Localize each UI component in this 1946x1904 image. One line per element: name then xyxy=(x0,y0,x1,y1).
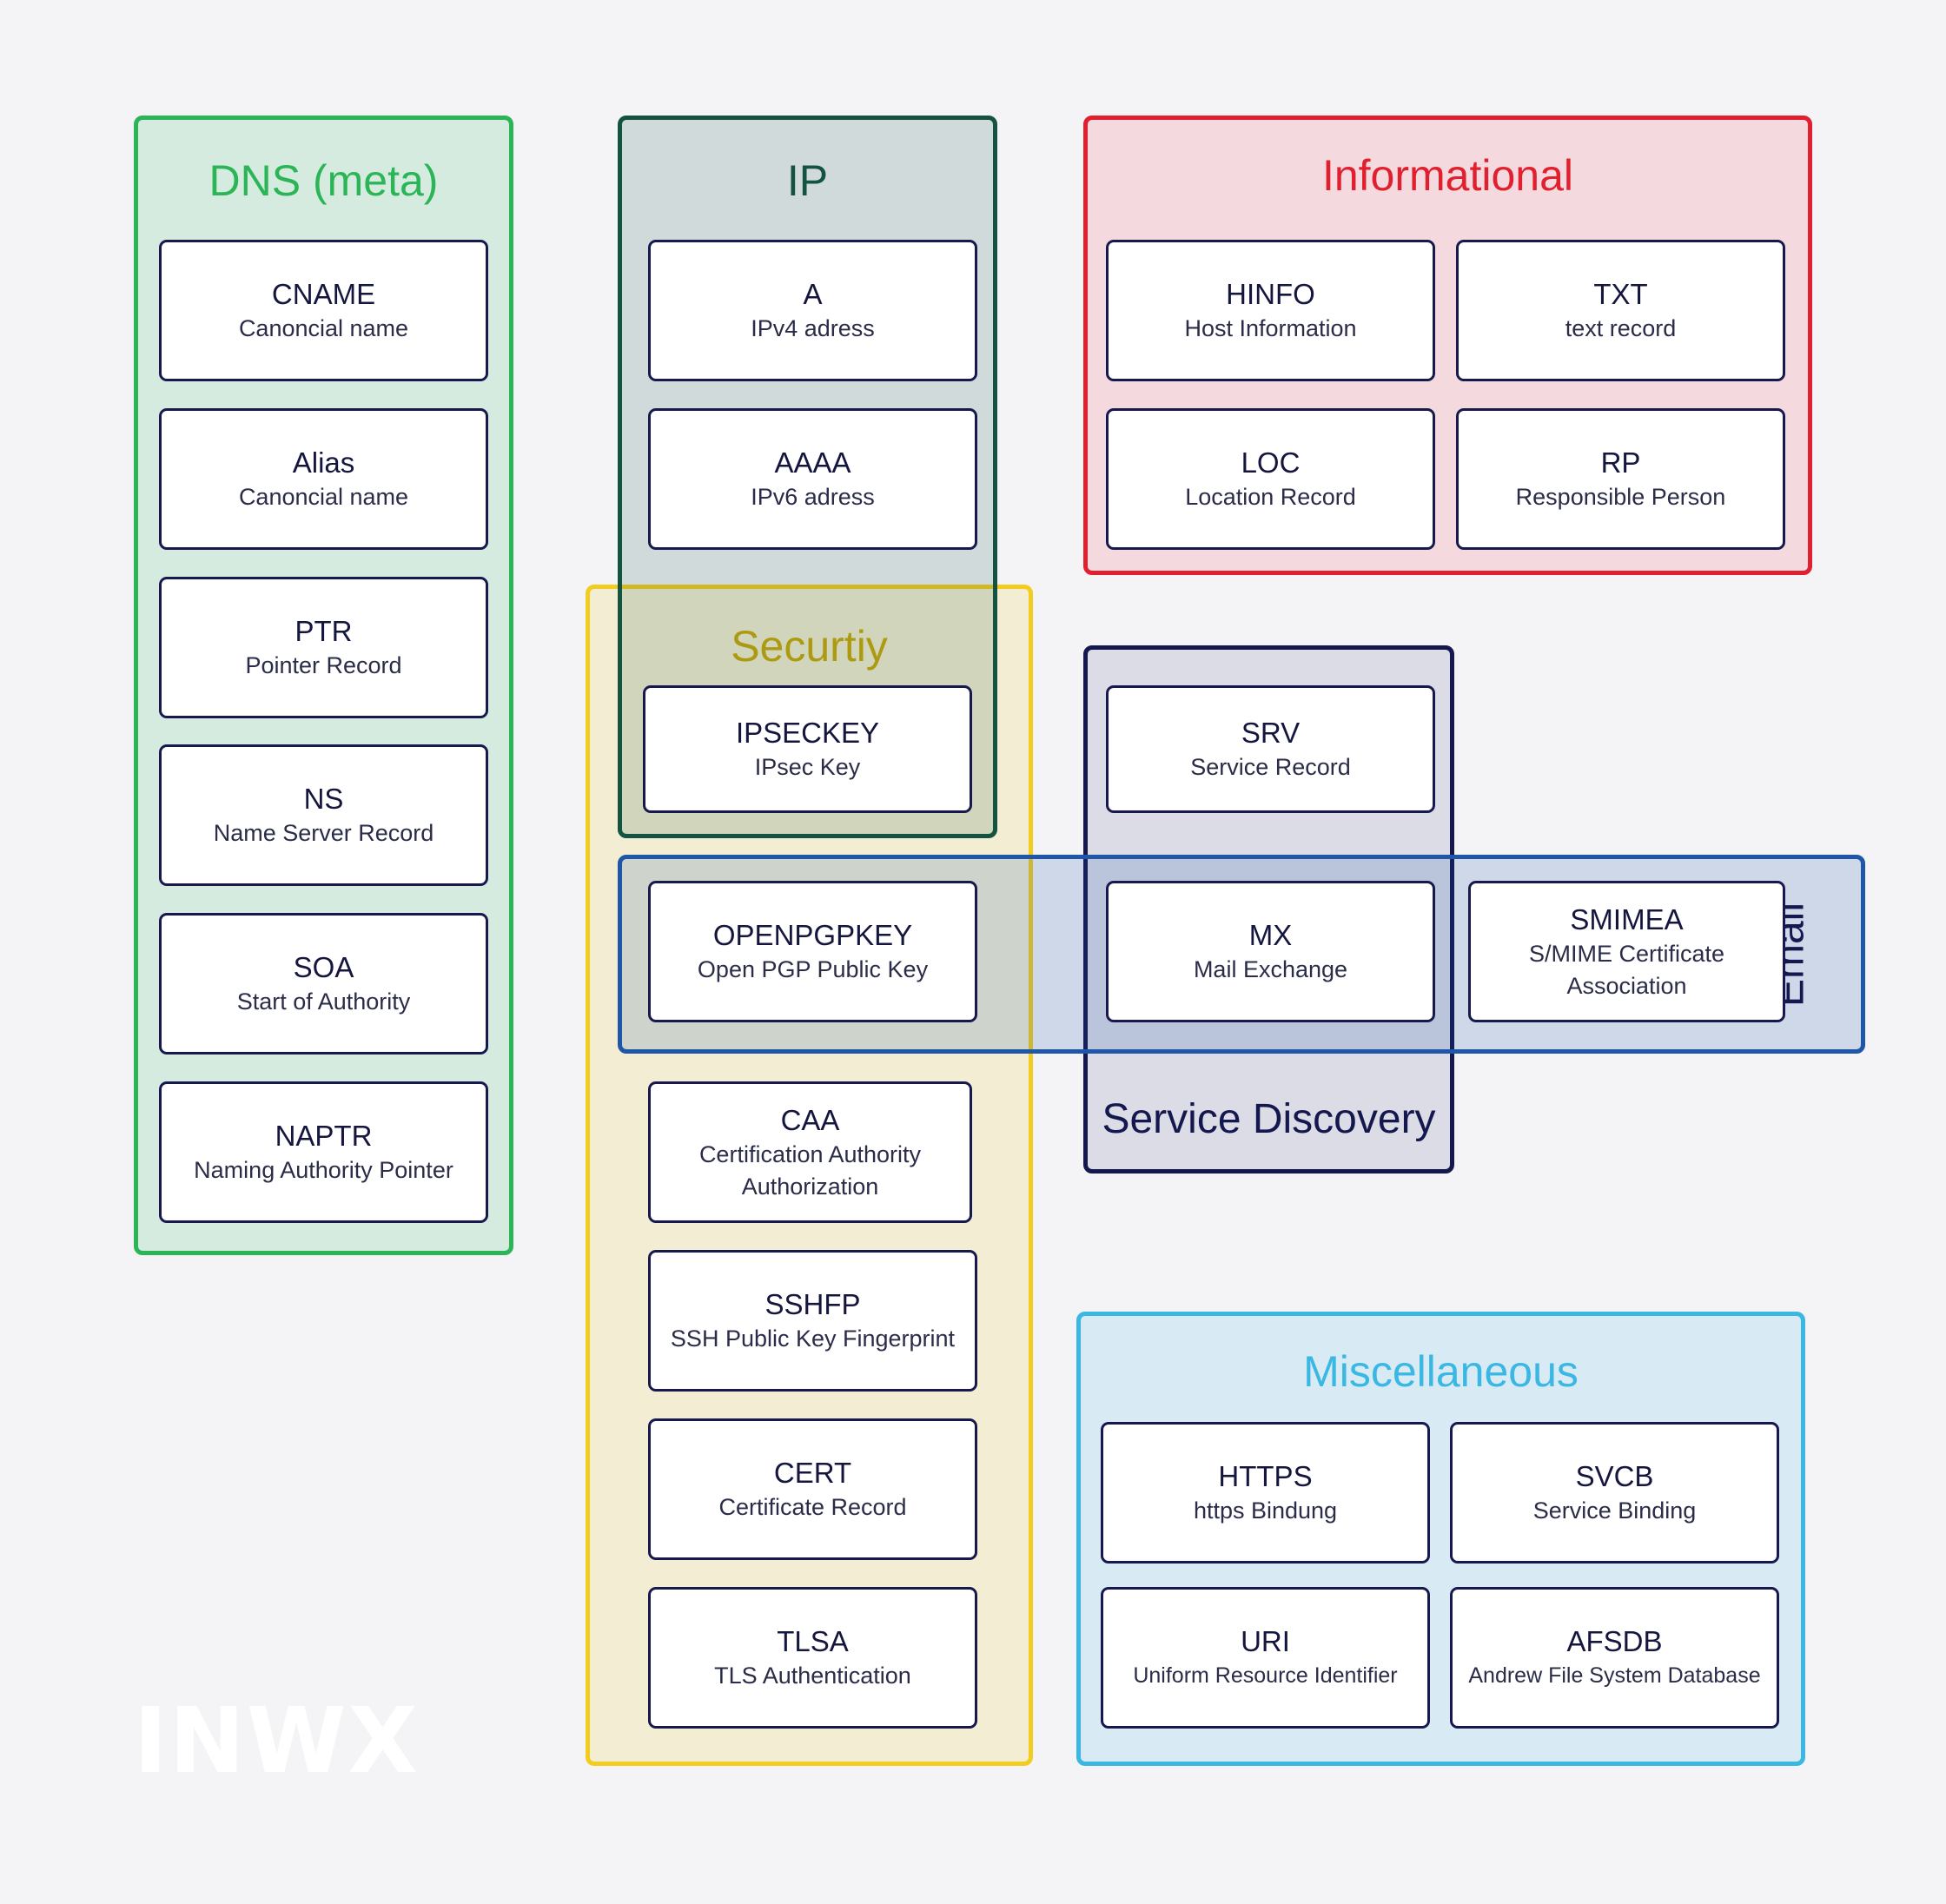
record-desc: IPsec Key xyxy=(754,754,861,780)
record-desc: TLS Authentication xyxy=(714,1663,911,1689)
record-desc: Canoncial name xyxy=(238,315,409,341)
record-desc: Service Binding xyxy=(1532,1497,1697,1524)
record-code: CERT xyxy=(773,1457,852,1489)
record-code: URI xyxy=(1241,1625,1290,1657)
record-card-svcb: SVCB Service Binding xyxy=(1450,1422,1779,1564)
group-title-informational: Informational xyxy=(1321,151,1574,200)
record-card-hinfo: HINFO Host Information xyxy=(1106,240,1435,381)
record-code: TLSA xyxy=(777,1625,849,1657)
record-desc: IPv4 adress xyxy=(751,315,875,341)
group-title-miscellaneous: Miscellaneous xyxy=(1303,1347,1579,1396)
record-code: SOA xyxy=(293,951,354,983)
record-card-naptr: NAPTR Naming Authority Pointer xyxy=(159,1081,488,1223)
record-desc: Naming Authority Pointer xyxy=(194,1157,453,1183)
record-desc: Certificate Record xyxy=(718,1494,907,1520)
record-desc: Start of Authority xyxy=(236,988,411,1015)
record-code: SVCB xyxy=(1575,1460,1654,1492)
record-desc: SSH Public Key Fingerprint xyxy=(670,1326,956,1352)
record-card-loc: LOC Location Record xyxy=(1106,408,1435,550)
record-code: SSHFP xyxy=(764,1288,861,1320)
record-card-smimea: SMIMEA S/MIME Certificate Association xyxy=(1468,881,1785,1022)
record-card-openpgpkey: OPENPGPKEY Open PGP Public Key xyxy=(648,881,977,1022)
record-desc: Host Information xyxy=(1184,315,1357,341)
record-desc: Canoncial name xyxy=(238,484,409,510)
record-code: PTR xyxy=(295,615,353,647)
record-card-ptr: PTR Pointer Record xyxy=(159,577,488,718)
record-desc: Service Record xyxy=(1190,754,1351,780)
record-desc: Mail Exchange xyxy=(1193,956,1348,982)
record-code: SRV xyxy=(1241,717,1301,749)
record-code: SMIMEA xyxy=(1570,902,1684,935)
record-desc: Certification Authority Authorization xyxy=(698,1140,922,1200)
record-card-soa: SOA Start of Authority xyxy=(159,913,488,1054)
record-card-uri: URI Uniform Resource Identifier xyxy=(1101,1587,1430,1729)
record-code: HINFO xyxy=(1226,278,1315,310)
record-card-tlsa: TLSA TLS Authentication xyxy=(648,1587,977,1729)
record-code: RP xyxy=(1600,446,1641,479)
record-card-caa: CAA Certification Authority Authorizatio… xyxy=(648,1081,972,1223)
record-card-rp: RP Responsible Person xyxy=(1456,408,1785,550)
record-desc: Name Server Record xyxy=(213,820,434,846)
record-card-cname: CNAME Canoncial name xyxy=(159,240,488,381)
record-code: CNAME xyxy=(271,278,376,310)
record-code: A xyxy=(803,278,823,310)
record-code: OPENPGPKEY xyxy=(712,919,913,951)
record-card-sshfp: SSHFP SSH Public Key Fingerprint xyxy=(648,1250,977,1392)
record-desc: text record xyxy=(1565,315,1677,341)
record-card-srv: SRV Service Record xyxy=(1106,685,1435,813)
group-title-ip: IP xyxy=(786,156,829,205)
record-card-https: HTTPS https Bindung xyxy=(1101,1422,1430,1564)
record-code: Alias xyxy=(292,446,355,479)
record-card-mx: MX Mail Exchange xyxy=(1106,881,1435,1022)
record-code: AFSDB xyxy=(1566,1625,1663,1657)
inwx-logo: INWX xyxy=(134,1688,420,1794)
group-title-dns-meta: DNS (meta) xyxy=(208,156,439,205)
record-card-aaaa: AAAA IPv6 adress xyxy=(648,408,977,550)
record-code: NS xyxy=(303,783,344,815)
record-card-txt: TXT text record xyxy=(1456,240,1785,381)
record-code: MX xyxy=(1248,919,1293,951)
record-code: NAPTR xyxy=(275,1120,373,1152)
record-desc: Location Record xyxy=(1185,484,1356,510)
record-desc: Uniform Resource Identifier xyxy=(1133,1663,1398,1688)
record-card-alias: Alias Canoncial name xyxy=(159,408,488,550)
record-desc: S/MIME Certificate Association xyxy=(1528,940,1725,999)
group-title-service-discovery: Service Discovery xyxy=(1102,1096,1436,1142)
record-card-cert: CERT Certificate Record xyxy=(648,1418,977,1560)
record-code: CAA xyxy=(780,1103,840,1136)
record-desc: https Bindung xyxy=(1193,1497,1338,1524)
record-card-a: A IPv4 adress xyxy=(648,240,977,381)
record-code: LOC xyxy=(1241,446,1301,479)
record-code: HTTPS xyxy=(1218,1460,1313,1492)
record-card-ns: NS Name Server Record xyxy=(159,744,488,886)
record-desc: Pointer Record xyxy=(245,652,402,678)
group-title-security: Securtiy xyxy=(731,622,888,671)
record-desc: Open PGP Public Key xyxy=(697,956,929,982)
record-desc: Responsible Person xyxy=(1515,484,1726,510)
record-desc: Andrew File System Database xyxy=(1468,1663,1761,1688)
record-card-ipseckey: IPSECKEY IPsec Key xyxy=(643,685,972,813)
record-card-afsdb: AFSDB Andrew File System Database xyxy=(1450,1587,1779,1729)
record-code: AAAA xyxy=(774,446,851,479)
record-code: TXT xyxy=(1593,278,1648,310)
record-desc: IPv6 adress xyxy=(751,484,875,510)
record-code: IPSECKEY xyxy=(735,717,880,749)
